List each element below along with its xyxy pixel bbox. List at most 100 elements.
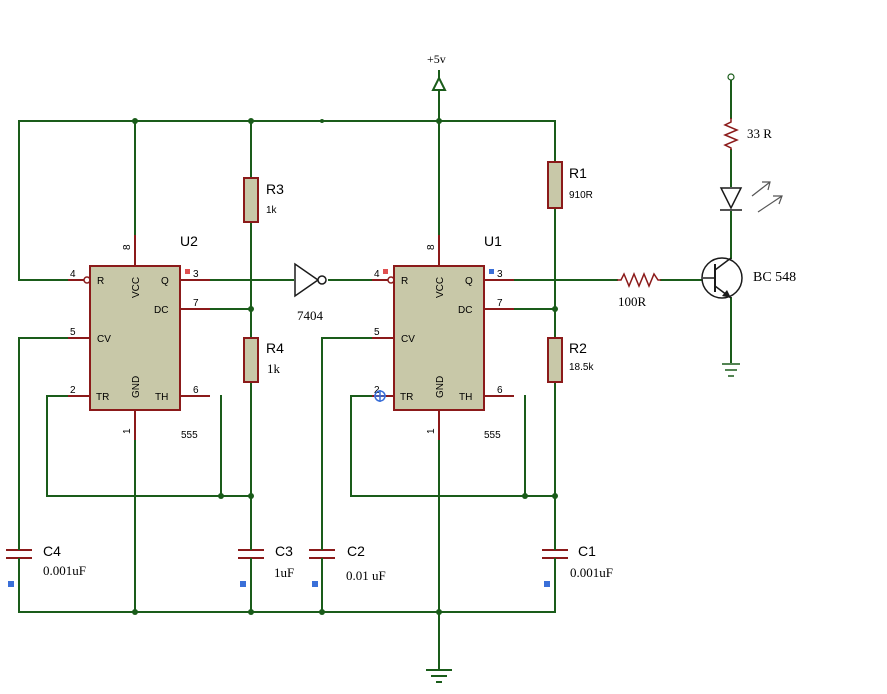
junction-dot: [248, 493, 254, 499]
junction-dot: [436, 118, 442, 124]
resistor-value: 1k: [267, 361, 281, 376]
probe-marker: [8, 581, 14, 587]
supply-label: +5v: [427, 52, 446, 66]
junction-dot: [132, 609, 138, 615]
pin-label-tr: TR: [400, 392, 413, 403]
junction-dot: [319, 609, 325, 615]
capacitor-value: 0.01 uF: [346, 568, 386, 583]
capacitor-value: 0.001uF: [43, 563, 86, 578]
resistor-ref: R2: [569, 340, 587, 356]
pin-label-vcc: VCC: [435, 277, 446, 298]
pin-number: 2: [374, 385, 380, 396]
pin-label-r: R: [401, 276, 408, 287]
capacitor-c2[interactable]: C2 0.01 uF: [309, 540, 386, 587]
resistor-body: [243, 177, 259, 223]
junction-dot: [436, 609, 442, 615]
u1-th-wire: [524, 395, 556, 497]
resistor-value: 18.5k: [569, 362, 594, 373]
pin-label-q: Q: [465, 276, 473, 287]
junction-dot: [248, 118, 254, 124]
pin-number: 6: [193, 385, 199, 396]
zigzag-resistor-icon: [723, 118, 739, 150]
probe-marker: [383, 269, 388, 274]
capacitor-c4[interactable]: C4 0.001uF: [6, 540, 86, 587]
pin-number: 3: [497, 269, 503, 280]
pin-label-gnd: GND: [131, 376, 142, 398]
pin-number: 8: [122, 244, 133, 250]
resistor-r2[interactable]: R2 18.5k: [547, 337, 594, 383]
resistor-body: [547, 337, 563, 383]
pin-label-tr: TR: [96, 392, 109, 403]
resistor-value: 1k: [266, 205, 278, 216]
ground-symbol[interactable]: [722, 363, 740, 377]
junction-dot: [248, 609, 254, 615]
ground-symbol[interactable]: [426, 669, 452, 683]
ic-u1-body: [393, 265, 485, 411]
transistor-body-icon: [701, 257, 743, 299]
pin-label-r: R: [97, 276, 104, 287]
resistor-body: [547, 161, 563, 209]
junction-dot: [320, 119, 324, 123]
capacitor-ref: C2: [347, 543, 365, 559]
inverter-7404[interactable]: 7404: [294, 262, 327, 323]
pin-label-cv: CV: [401, 334, 415, 345]
resistor-led[interactable]: 33 R: [723, 118, 772, 150]
u2-th-wire: [220, 395, 252, 497]
wires: [18, 79, 732, 669]
pin-number: 1: [426, 428, 437, 434]
pin-label-th: TH: [155, 392, 168, 403]
capacitor-ref: C4: [43, 543, 61, 559]
led-diode-icon: [719, 187, 743, 210]
resistor-r4[interactable]: R4 1k: [243, 337, 284, 383]
resistor-base[interactable]: 100R: [617, 272, 661, 309]
emitter-arrow-icon: [722, 290, 731, 298]
junctions: [132, 118, 558, 615]
u2-reset-wire: [18, 120, 69, 281]
led[interactable]: [719, 181, 783, 213]
pin-number: 5: [70, 327, 76, 338]
resistor-value: 100R: [618, 294, 647, 309]
resistor-r3[interactable]: R3 1k: [243, 177, 284, 223]
junction-dot: [248, 306, 254, 312]
terminal-icon[interactable]: [727, 73, 735, 81]
u1-cv-wire: [321, 337, 373, 541]
pin-label-q: Q: [161, 276, 169, 287]
transistor-label: BC 548: [753, 270, 796, 285]
supply-arrow-icon: [431, 75, 447, 91]
capacitor-ref: C1: [578, 543, 596, 559]
ic-u1[interactable]: R CV TR Q DC TH VCC GND 4 5 2 3 7 6 8 1 …: [372, 233, 514, 441]
inverter-label: 7404: [297, 308, 324, 323]
capacitor-ref: C3: [275, 543, 293, 559]
pin-number: 5: [374, 327, 380, 338]
probe-marker: [489, 269, 494, 274]
junction-dot: [522, 493, 528, 499]
ic-u2-type: 555: [181, 430, 198, 441]
junction-dot: [218, 493, 224, 499]
junction-dot: [132, 118, 138, 124]
pin-number: 8: [426, 244, 437, 250]
pin-number: 2: [70, 385, 76, 396]
resistor-value: 33 R: [747, 126, 772, 141]
pin-number: 4: [374, 269, 380, 280]
pin-label-gnd: GND: [435, 376, 446, 398]
capacitor-c3[interactable]: C3 1uF: [238, 540, 294, 587]
capacitor-value: 1uF: [274, 565, 294, 580]
resistor-ref: R3: [266, 181, 284, 197]
zigzag-resistor-icon: [617, 272, 661, 288]
pin-number: 3: [193, 269, 199, 280]
capacitor-c1[interactable]: C1 0.001uF: [542, 540, 613, 587]
ic-u2[interactable]: R CV TR Q DC TH VCC GND 4 5 2 3 7 6 8 1 …: [68, 233, 210, 441]
supply-terminal[interactable]: +5v: [427, 52, 447, 91]
inverted-pin-bubble: [83, 276, 91, 284]
transistor-bc548[interactable]: BC 548: [701, 257, 796, 299]
inverted-pin-bubble: [387, 276, 395, 284]
pin-label-cv: CV: [97, 334, 111, 345]
pin-number: 1: [122, 428, 133, 434]
u2-cv-wire: [18, 337, 69, 541]
probe-marker: [185, 269, 190, 274]
probe-marker: [240, 581, 246, 587]
inverter-triangle-icon: [294, 262, 320, 298]
probe-marker: [312, 581, 318, 587]
resistor-r1[interactable]: R1 910R: [547, 161, 593, 209]
junction-dot: [552, 493, 558, 499]
